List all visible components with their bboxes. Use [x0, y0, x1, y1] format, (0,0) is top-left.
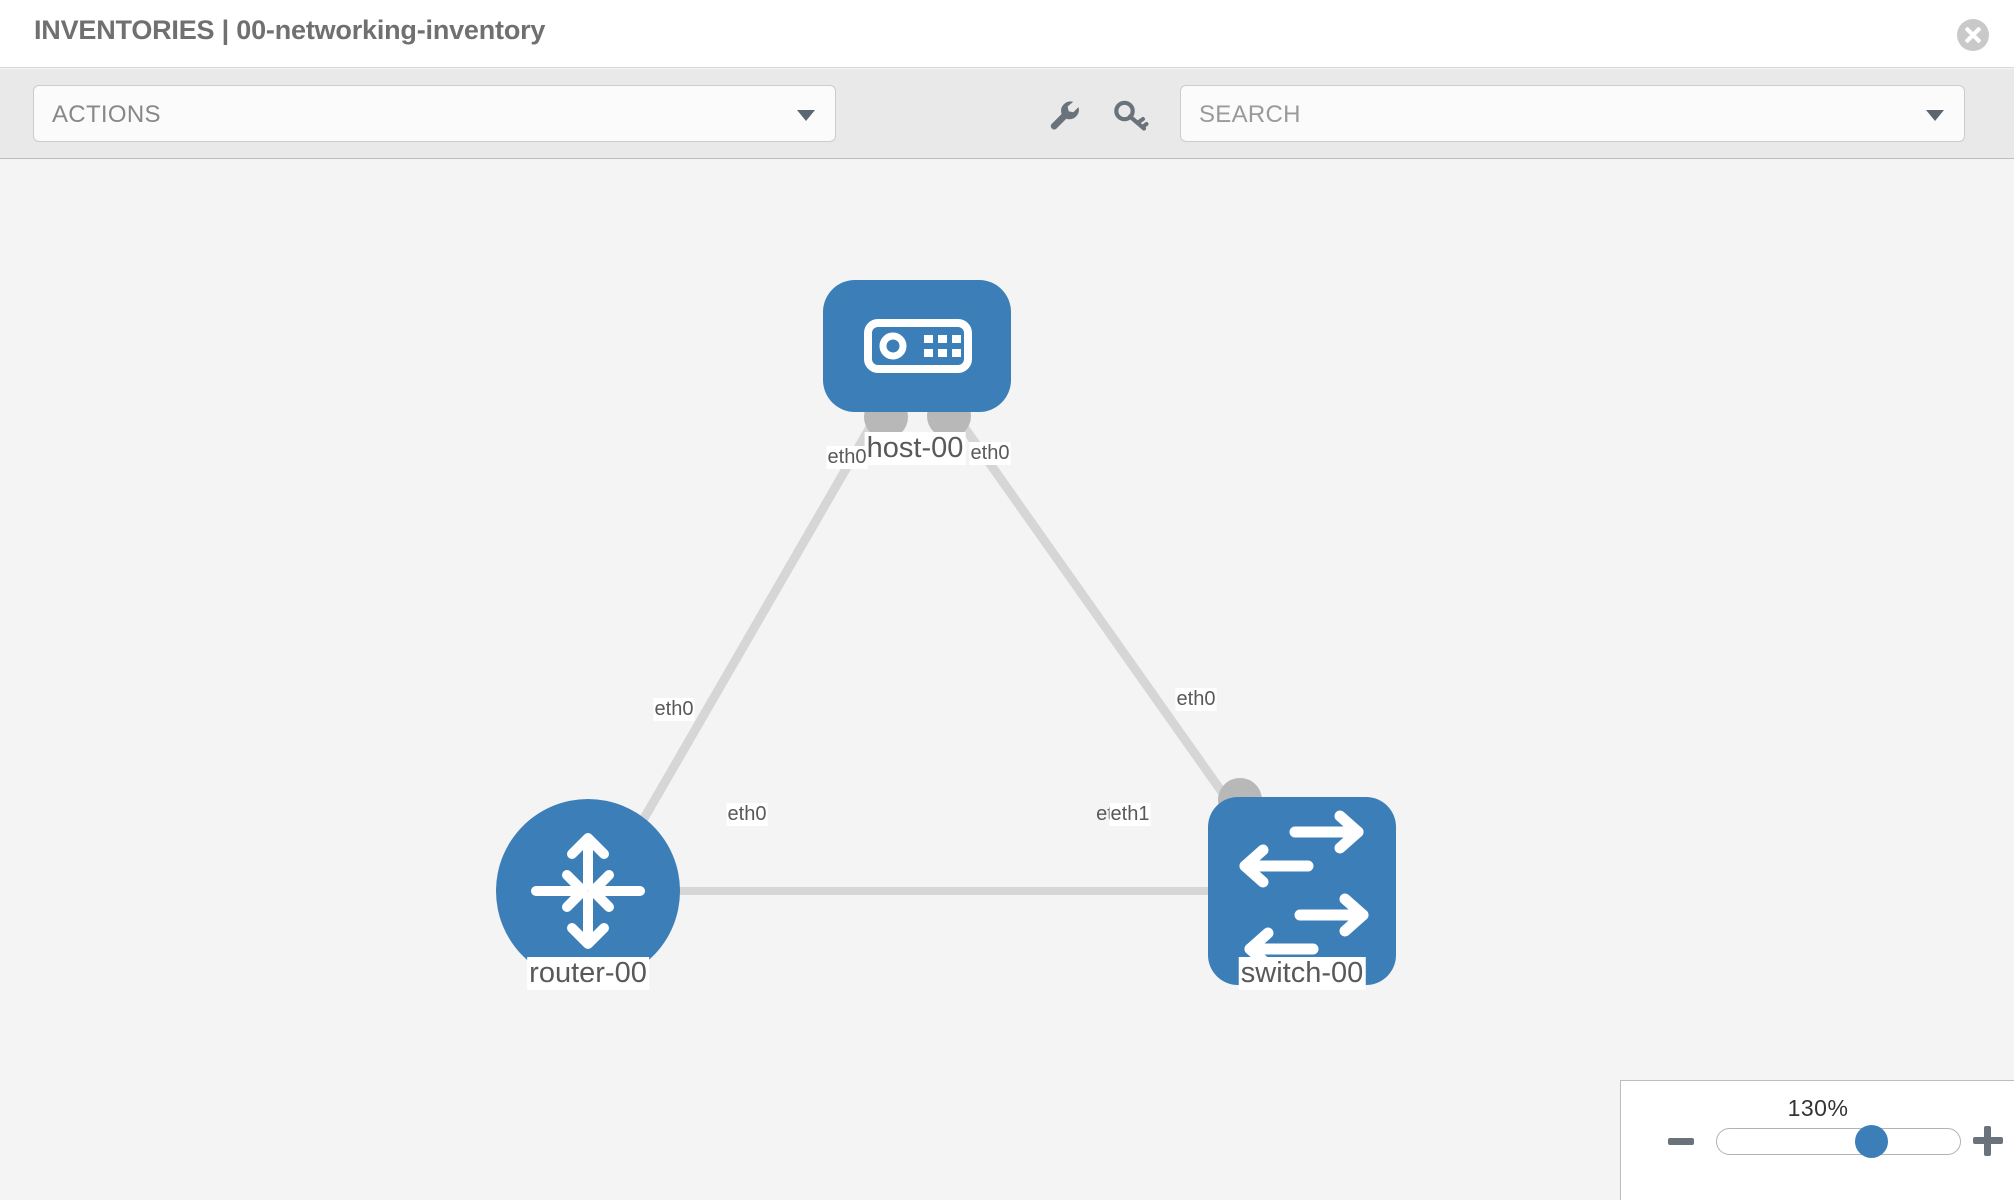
- close-icon[interactable]: [1957, 19, 1989, 51]
- close-icon-glyph: [1965, 27, 1981, 43]
- router-arrows-icon: [531, 833, 645, 949]
- link-connectors: [618, 394, 1274, 913]
- zoom-slider[interactable]: [1716, 1125, 1961, 1158]
- topology-graph[interactable]: [0, 160, 2014, 1200]
- edge-label-host00-eth0-left: eth0: [826, 446, 868, 469]
- app-header: INVENTORIES | 00-networking-inventory: [0, 0, 2014, 68]
- edge-label-switch00-eth0-up: eth0: [1175, 688, 1217, 711]
- node-label-host-00: host-00: [864, 432, 966, 465]
- wrench-icon-glyph: [1050, 101, 1079, 130]
- node-router-00[interactable]: [496, 799, 680, 983]
- wrench-icon[interactable]: [1043, 94, 1085, 136]
- node-switch-00[interactable]: [1208, 797, 1396, 985]
- zoom-percent-label: 130%: [1787, 1095, 1849, 1121]
- edge-label-router00-eth0-up: eth0: [653, 698, 695, 721]
- node-label-router-00: router-00: [527, 957, 649, 990]
- edge-label-router00-eth0-right: eth0: [726, 803, 768, 826]
- toolbar: ACTIONS SEARCH: [0, 69, 2014, 159]
- edge-label-host00-eth0-right: eth0: [969, 442, 1011, 465]
- search-input[interactable]: SEARCH: [1180, 85, 1965, 142]
- edge-label-switch00-eth1-left: eth1: [1109, 803, 1151, 826]
- key-icon[interactable]: [1110, 94, 1152, 136]
- switch-arrows-icon: [1239, 810, 1369, 971]
- search-input-placeholder: SEARCH: [1199, 101, 1301, 128]
- actions-dropdown[interactable]: ACTIONS: [33, 85, 836, 142]
- topology-canvas[interactable]: host-00 router-00 switch-00 eth0 eth0 et…: [0, 160, 2014, 1200]
- node-label-switch-00: switch-00: [1238, 957, 1366, 990]
- page-title: INVENTORIES | 00-networking-inventory: [34, 15, 546, 45]
- minus-icon[interactable]: [1668, 1138, 1694, 1145]
- server-icon: [864, 319, 972, 373]
- key-icon-glyph: [1114, 100, 1149, 131]
- actions-dropdown-label: ACTIONS: [52, 101, 161, 128]
- zoom-control-panel: 130%: [1620, 1080, 2014, 1200]
- link-host00-switch00[interactable]: [948, 407, 1274, 863]
- plus-icon[interactable]: [1973, 1126, 2003, 1156]
- zoom-slider-thumb[interactable]: [1855, 1125, 1888, 1158]
- chevron-down-icon: [797, 109, 815, 121]
- node-host-00[interactable]: [823, 280, 1011, 412]
- chevron-down-icon: [1926, 109, 1944, 121]
- link-host00-router00[interactable]: [616, 407, 884, 863]
